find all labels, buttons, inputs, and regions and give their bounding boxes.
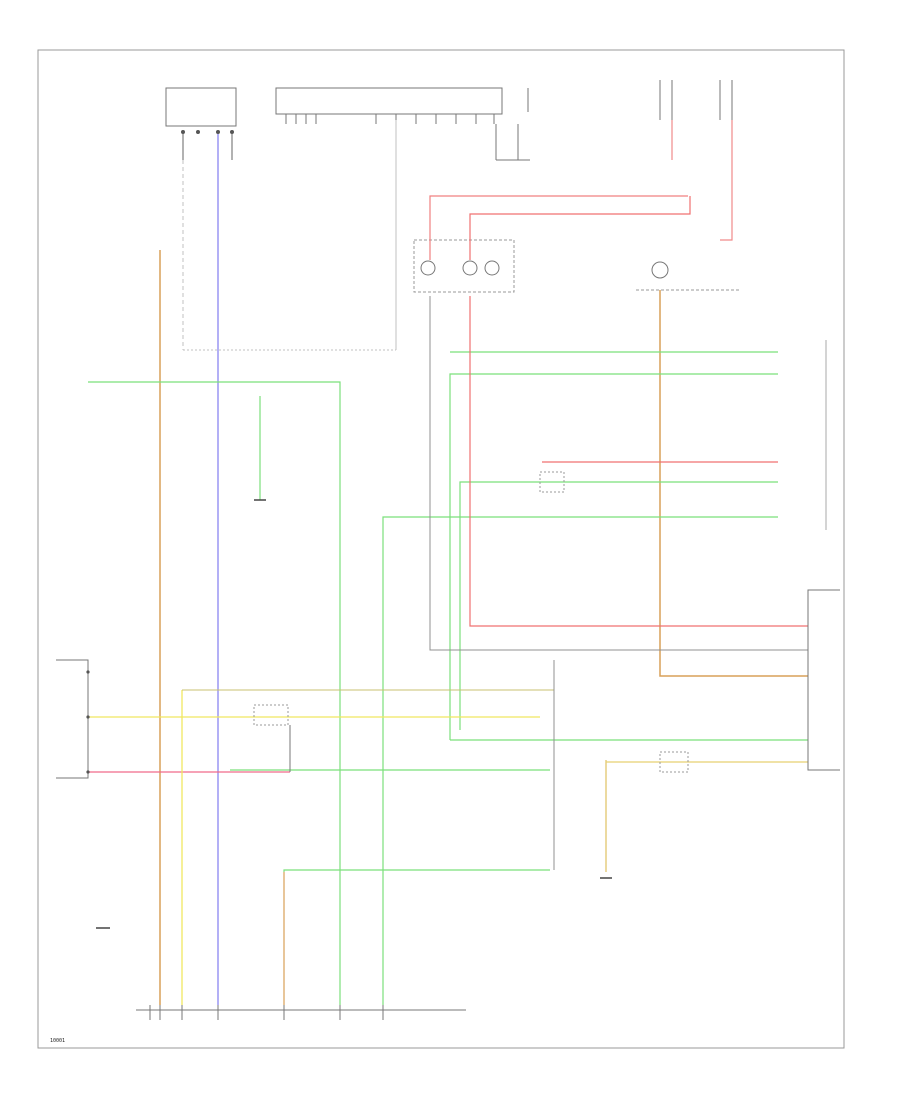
red-wire — [469, 196, 691, 260]
center-relay — [413, 239, 515, 293]
green-wire-right-1 — [449, 373, 778, 740]
ground-symbol — [96, 499, 612, 929]
diagram-code: 10001 — [50, 1038, 65, 1044]
relay-symbol-right — [539, 471, 689, 773]
right-lower-module — [807, 340, 840, 771]
green-wire-right-2 — [382, 516, 778, 1005]
top-right-components — [495, 80, 733, 161]
top-connector-strip — [275, 87, 503, 124]
green-wire-top — [88, 381, 341, 1005]
bottom-connector — [136, 1005, 466, 1020]
top-left-switch — [165, 87, 237, 160]
diagram-frame — [37, 49, 845, 1049]
orange-wire-right — [659, 290, 808, 677]
relay-symbol-left — [253, 704, 291, 772]
right-relay — [636, 261, 740, 291]
gray-wire — [429, 296, 808, 651]
left-lower-module — [56, 659, 90, 779]
